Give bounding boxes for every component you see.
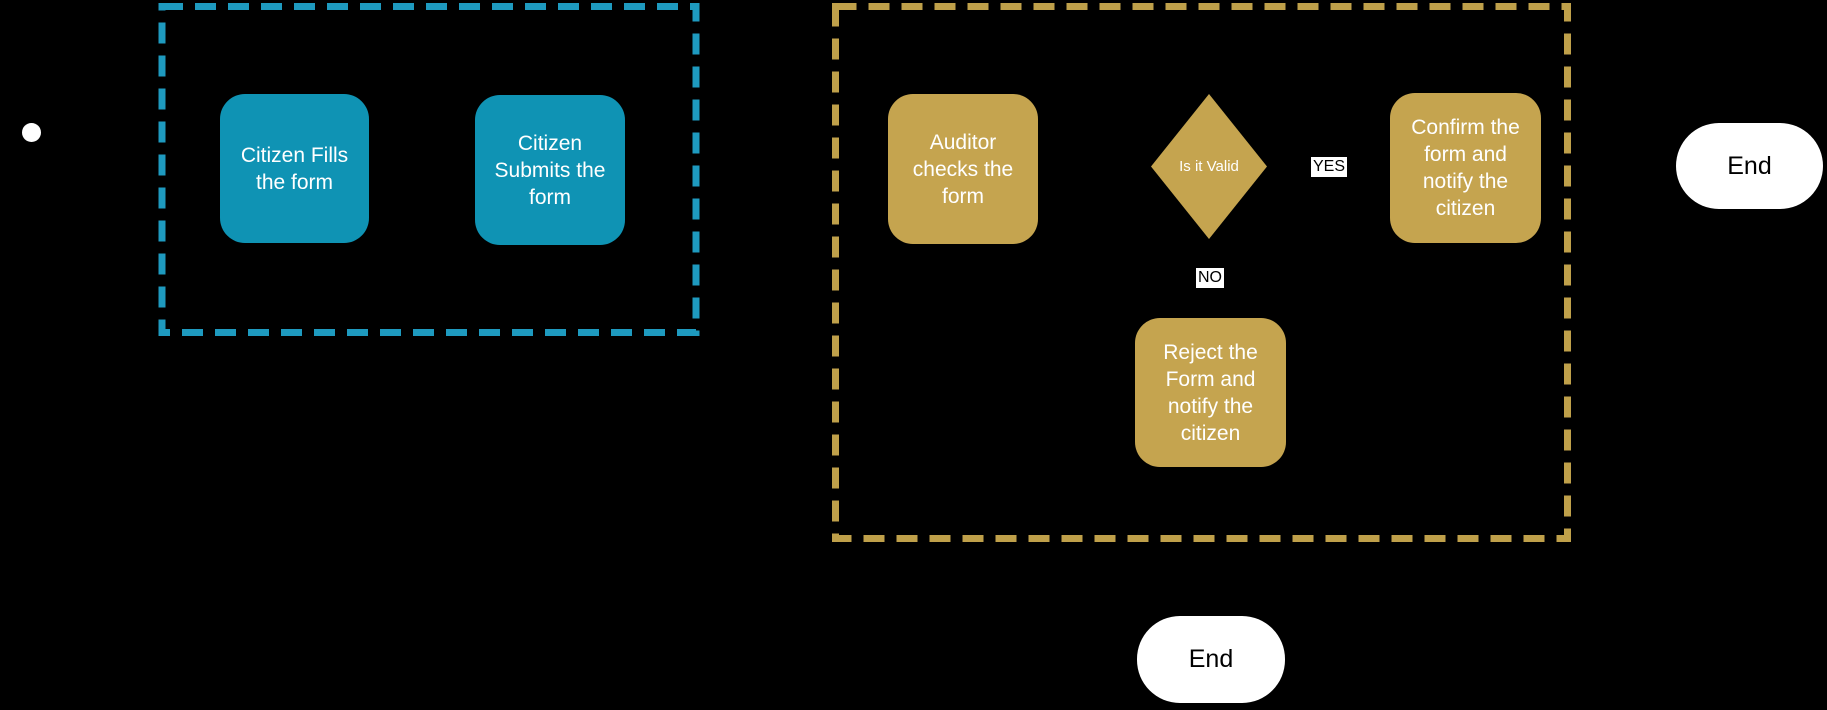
node-label: Reject the Form and notify the citizen [1163, 340, 1258, 445]
end-node-main: End [1676, 123, 1823, 209]
auditor-subgraph-border [832, 3, 1571, 542]
start-node-circle [22, 123, 41, 142]
decision-label: Is it Valid [1179, 157, 1239, 175]
node-auditor-checks-form: Auditor checks the form [888, 94, 1038, 244]
end-node-reject-path: End [1137, 616, 1285, 703]
end-label: End [1188, 645, 1234, 673]
node-citizen-fills-form: Citizen Fills the form [220, 94, 369, 243]
edge-label-yes: YES [1311, 157, 1348, 177]
node-reject-form-notify-citizen: Reject the Form and notify the citizen [1135, 318, 1286, 467]
node-label: Citizen Fills the form [240, 143, 349, 194]
end-label: End [1727, 151, 1772, 180]
node-label: Citizen Submits the form [494, 131, 606, 209]
node-label: Confirm the form and notify the citizen [1411, 116, 1520, 220]
citizen-subgraph-border [158, 3, 700, 336]
node-label: Auditor checks the form [912, 130, 1014, 208]
node-confirm-form-notify-citizen: Confirm the form and notify the citizen [1390, 93, 1541, 243]
node-citizen-submits-form: Citizen Submits the form [475, 95, 625, 245]
edge-label-no: NO [1196, 268, 1224, 288]
